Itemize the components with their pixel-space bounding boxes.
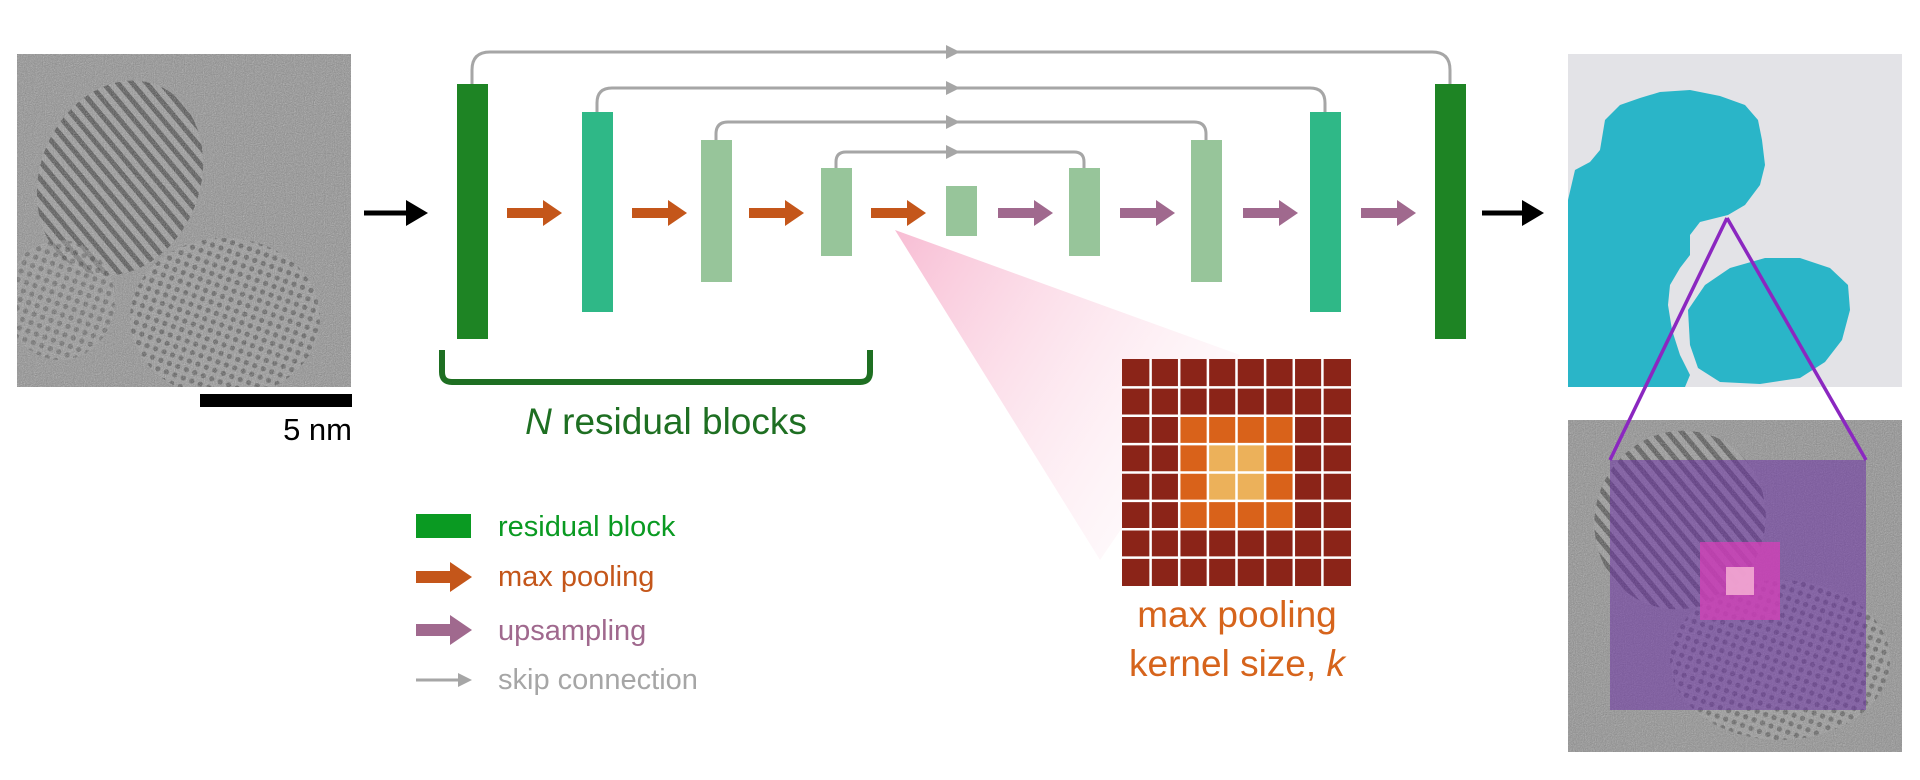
legend-swatch-max-pooling bbox=[416, 562, 472, 592]
encoder-block-1 bbox=[457, 84, 488, 339]
kernel-caption-line2: kernel size, k bbox=[1129, 643, 1347, 684]
up-arrow-3 bbox=[1243, 200, 1298, 226]
legend-swatch-residual-block bbox=[416, 514, 471, 538]
encoder-bracket bbox=[439, 350, 873, 385]
decoder-block-2 bbox=[1310, 112, 1341, 312]
residual-blocks bbox=[457, 84, 1466, 339]
decoder-block-4 bbox=[1069, 168, 1100, 256]
encoder-group-text: residual blocks bbox=[552, 401, 807, 442]
pool-arrow-1 bbox=[507, 200, 562, 226]
zoom-lines bbox=[1608, 217, 1868, 461]
max-pooling-arrows bbox=[507, 200, 926, 226]
pool-arrow-2 bbox=[632, 200, 687, 226]
segmented-particle-2 bbox=[1688, 258, 1850, 384]
decoder-block-3 bbox=[1191, 140, 1222, 282]
pool-arrow-4 bbox=[871, 200, 926, 226]
pool-arrow-3 bbox=[749, 200, 804, 226]
encoder-group-variable: N bbox=[525, 401, 552, 442]
legend-label-max-pooling: max pooling bbox=[498, 561, 654, 593]
up-arrow-4 bbox=[1361, 200, 1416, 226]
output-arrow bbox=[1482, 200, 1544, 226]
legend-label-upsampling: upsampling bbox=[498, 615, 646, 647]
kernel-variable: k bbox=[1326, 643, 1347, 684]
segmentation-output bbox=[1568, 54, 1902, 387]
bottleneck-block bbox=[946, 186, 977, 236]
segmented-particle-1 bbox=[1568, 90, 1765, 387]
up-arrow-1 bbox=[998, 200, 1053, 226]
skip-connection-3 bbox=[714, 120, 1208, 140]
input-micrograph bbox=[17, 54, 351, 387]
encoder-block-3 bbox=[701, 140, 732, 282]
skip-arrowheads bbox=[946, 45, 960, 159]
legend-label-skip-connection: skip connection bbox=[498, 664, 698, 696]
legend-swatch-skip-connection bbox=[416, 673, 472, 687]
scale-bar bbox=[200, 394, 352, 407]
skip-connection-4 bbox=[834, 150, 1086, 168]
input-arrow bbox=[364, 200, 428, 226]
encoder-block-4 bbox=[821, 168, 852, 256]
legend: residual block max pooling upsampling sk… bbox=[416, 511, 698, 696]
encoder-group-label: N residual blocks bbox=[525, 401, 807, 442]
encoder-block-2 bbox=[582, 112, 613, 312]
legend-label-residual-block: residual block bbox=[498, 511, 676, 543]
skip-connection-2 bbox=[595, 86, 1327, 112]
skip-connection-1 bbox=[470, 50, 1452, 84]
legend-swatch-upsampling bbox=[416, 615, 472, 645]
kernel-caption-line1: max pooling bbox=[1137, 594, 1337, 635]
kernel-grid bbox=[1122, 359, 1351, 586]
up-arrow-2 bbox=[1120, 200, 1175, 226]
receptive-field-small bbox=[1726, 567, 1754, 595]
decoder-block-1 bbox=[1435, 84, 1466, 339]
upsampling-arrows bbox=[998, 200, 1416, 226]
scale-bar-label: 5 nm bbox=[283, 412, 352, 447]
skip-connections bbox=[470, 50, 1452, 168]
